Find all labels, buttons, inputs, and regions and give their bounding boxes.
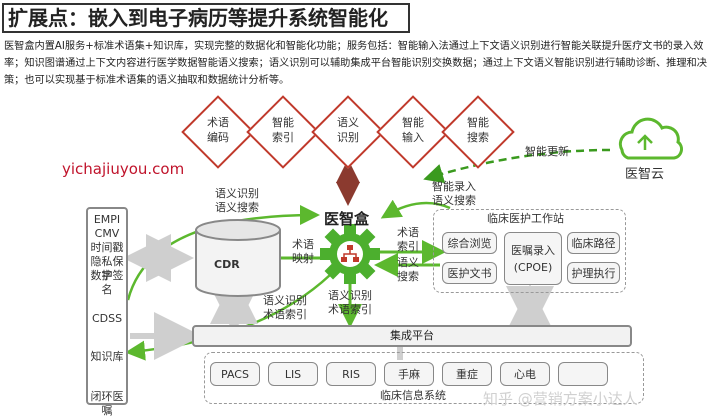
- intro-paragraph: 医智盒内置AI服务+标准术语集+知识库，实现完整的数据化和智能化功能；服务包括：…: [4, 41, 707, 86]
- left-item-empi: EMPI: [93, 213, 121, 226]
- diamond-term-coding: 术语编码: [176, 90, 260, 174]
- arrow-label-sem-search: 语义搜索: [397, 256, 419, 283]
- left-item-timestamp: 时间戳: [90, 241, 124, 254]
- left-column-panel: EMPI CMV 时间戳 隐私保护 数字签名 CDSS 知识库 闭环医嘱: [86, 207, 128, 417]
- ws-item-cpoe: 医嘱录入 (CPOE): [504, 232, 562, 285]
- sys-ecg: 心电: [500, 362, 550, 386]
- cloud-label: 医智云: [625, 167, 665, 182]
- sys-ris: RIS: [326, 362, 376, 386]
- sys-icu: 重症: [442, 362, 492, 386]
- ws-item-clinical-pathway: 临床路径: [567, 232, 620, 254]
- ws-item-nursing: 护理执行: [567, 262, 620, 284]
- ws-item-overview: 综合浏览: [442, 232, 497, 254]
- watermark-url: yichajiuyou.com: [62, 160, 185, 178]
- left-item-privacy: 隐私保护: [90, 255, 124, 282]
- arrow-label-mid-down: 语义识别术语索引: [328, 289, 372, 316]
- gear-icon: [320, 224, 380, 284]
- center-box-label: 医智盒: [324, 210, 370, 228]
- left-item-signature: 数字签名: [90, 269, 124, 296]
- ws-to-box-arrow: [380, 199, 451, 219]
- smart-update-label: 智能更新: [525, 145, 569, 158]
- info-systems-panel: [204, 352, 644, 404]
- sys-pacs: PACS: [210, 362, 260, 386]
- left-item-knowledge: 知识库: [90, 350, 124, 363]
- diamond-semantic-recognition: 语义识别: [306, 90, 390, 174]
- arrow-label-semantic-search: 语义识别语义搜索: [215, 187, 259, 214]
- cloud-icon: [618, 117, 683, 160]
- ws-item-documents: 医护文书: [442, 262, 497, 284]
- arrow-label-mid-left: 语义识别术语索引: [263, 294, 307, 321]
- diamond-smart-index: 智能索引: [241, 90, 325, 174]
- left-item-closed-loop: 闭环医嘱: [90, 390, 124, 417]
- sys-lis: LIS: [268, 362, 318, 386]
- left-item-cmv: CMV: [94, 227, 120, 240]
- cdr-label: CDR: [214, 258, 240, 271]
- workstation-title: 临床医护工作站: [487, 212, 564, 225]
- info-systems-title: 临床信息系统: [380, 389, 446, 402]
- arrow-label-term-mapping: 术语映射: [292, 238, 314, 265]
- sys-other: [558, 362, 608, 386]
- footer-watermark: 知乎 @营销方案小达人: [483, 390, 638, 408]
- integration-platform: 集成平台: [192, 325, 632, 347]
- diamond-smart-search: 智能搜索: [436, 90, 520, 174]
- left-item-cdss: CDSS: [91, 312, 123, 325]
- page-title: 扩展点：嵌入到电子病历等提升系统智能化: [2, 3, 410, 33]
- cloud-update-arrow: [423, 148, 611, 184]
- workstation-panel: [433, 209, 626, 293]
- cdr-cylinder: [195, 219, 281, 297]
- arrow-label-term-index: 术语索引: [397, 226, 419, 253]
- arrow-label-input-search: 智能录入语义搜索: [432, 180, 476, 207]
- sys-anesthesia: 手麻: [384, 362, 434, 386]
- diamond-smart-input: 智能输入: [371, 90, 455, 174]
